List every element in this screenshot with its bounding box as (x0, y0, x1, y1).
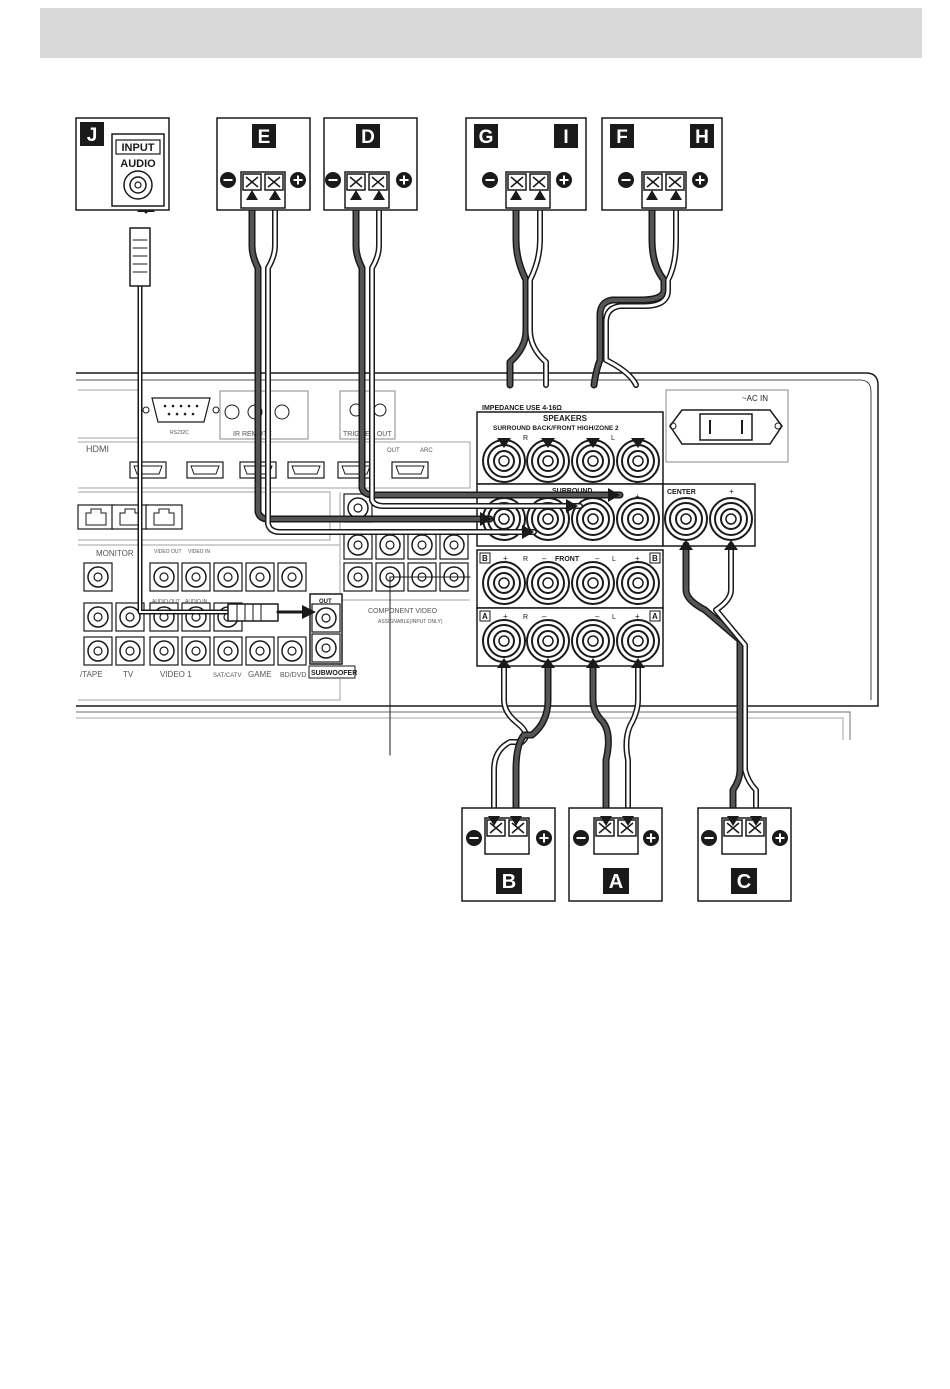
speaker-box-g-i: G I (465, 117, 587, 211)
front-b-r: R (523, 556, 528, 563)
box-d-letter: D (361, 127, 375, 148)
box-a-letter: A (609, 871, 623, 893)
subwoofer-label: SUBWOOFER (311, 670, 357, 677)
front-b-minus-l: – (595, 554, 600, 563)
front-b-l: L (612, 556, 616, 563)
tv-label: TV (123, 670, 134, 679)
rs232c-label: RS232C (170, 430, 189, 436)
sb-l-label: L (611, 435, 615, 442)
ac-inlet: ~AC IN (665, 389, 789, 463)
rs232c-port: RS232C (142, 397, 220, 436)
center-plus: + (729, 487, 734, 496)
receiver-rear-panel: RS232C IR REMOTE TRIGGER OUT HDMI OUT (76, 372, 879, 740)
front-a-r: R (523, 614, 528, 621)
front-a-tag-left: A (482, 612, 488, 621)
center-label: CENTER (667, 489, 696, 496)
component-video-section: COMPONENT VIDEO ASSIGNABLE(INPUT ONLY) (343, 493, 469, 625)
satcatv-label: SAT/CATV (213, 673, 241, 679)
surround-back-label: SURROUND BACK/FRONT HIGH/ZONE 2 (493, 425, 619, 432)
trigger-out-section: TRIGGER OUT (339, 390, 396, 440)
assignable-note: ASSIGNABLE(INPUT ONLY) (378, 619, 443, 625)
subwoofer-output: OUT SUBWOOFER (308, 593, 357, 679)
front-a-tag-right: A (652, 612, 658, 621)
video-out-label: VIDEO OUT (154, 549, 182, 555)
hdmi-arc-label: ARC (420, 448, 433, 454)
box-j-input-label: INPUT (122, 142, 155, 154)
hdmi-out-label: OUT (387, 448, 400, 454)
front-b-plus-r: + (503, 554, 508, 563)
trigger-out-label: TRIGGER OUT (343, 431, 392, 438)
speaker-box-b: B (461, 807, 556, 902)
header-bar (40, 8, 922, 58)
front-a-minus-l: – (595, 612, 600, 621)
bddvd-label: BD/DVD (280, 672, 306, 679)
front-a-plus-l: + (635, 612, 640, 621)
front-b-tag-right: B (652, 554, 658, 563)
box-c-letter: C (737, 871, 751, 893)
lan-ports (77, 504, 183, 530)
speaker-box-c: C (697, 807, 792, 902)
video-audio-jacks: MONITOR VIDEO OUT VIDEO IN AUDIO OUT AUD… (80, 549, 307, 679)
box-g-letter: G (479, 127, 494, 148)
component-video-label: COMPONENT VIDEO (368, 608, 438, 615)
surround-plus-right: + (635, 492, 640, 501)
speakers-title: SPEAKERS (543, 414, 588, 423)
box-f-letter: F (616, 127, 628, 148)
box-j-audio-label: AUDIO (120, 158, 156, 170)
monitor-label: MONITOR (96, 549, 134, 558)
front-b-minus-r: – (542, 554, 547, 563)
video-in-label: VIDEO IN (188, 549, 210, 555)
game-label: GAME (248, 670, 272, 679)
sb-r-label: R (523, 435, 528, 442)
speaker-box-d: D (323, 117, 418, 211)
front-b-plus-l: + (635, 554, 640, 563)
impedance-note: IMPEDANCE USE 4-16Ω (482, 405, 562, 412)
audio-out-label: AUDIO OUT (152, 599, 180, 605)
box-b-letter: B (502, 871, 516, 893)
speaker-cables (129, 196, 759, 819)
ac-in-label: ~AC IN (742, 394, 768, 403)
audio-in-label: AUDIO IN (185, 599, 208, 605)
speaker-box-e: E (216, 117, 311, 211)
box-e-letter: E (258, 127, 271, 148)
speaker-box-j: J INPUT AUDIO (75, 117, 170, 211)
front-a-plus-r: + (503, 612, 508, 621)
ir-remote-section: IR REMOTE (219, 390, 309, 440)
sub-out-label: OUT (319, 599, 332, 605)
front-a-minus-r: – (542, 612, 547, 621)
speaker-box-f-h: F H (601, 117, 723, 211)
tape-label: /TAPE (80, 670, 103, 679)
video1-label: VIDEO 1 (160, 670, 192, 679)
front-label-b: FRONT (555, 556, 580, 563)
hdmi-label: HDMI (86, 444, 109, 454)
speaker-box-a: A (568, 807, 663, 902)
box-j-letter: J (87, 125, 98, 146)
box-i-letter: I (563, 127, 568, 148)
box-h-letter: H (695, 127, 709, 148)
ir-remote-label: IR REMOTE (233, 431, 272, 438)
front-a-l: L (612, 614, 616, 621)
hdmi-inputs: HDMI OUT ARC (86, 444, 433, 479)
connection-arrows (302, 438, 738, 668)
front-b-tag-left: B (482, 554, 488, 563)
